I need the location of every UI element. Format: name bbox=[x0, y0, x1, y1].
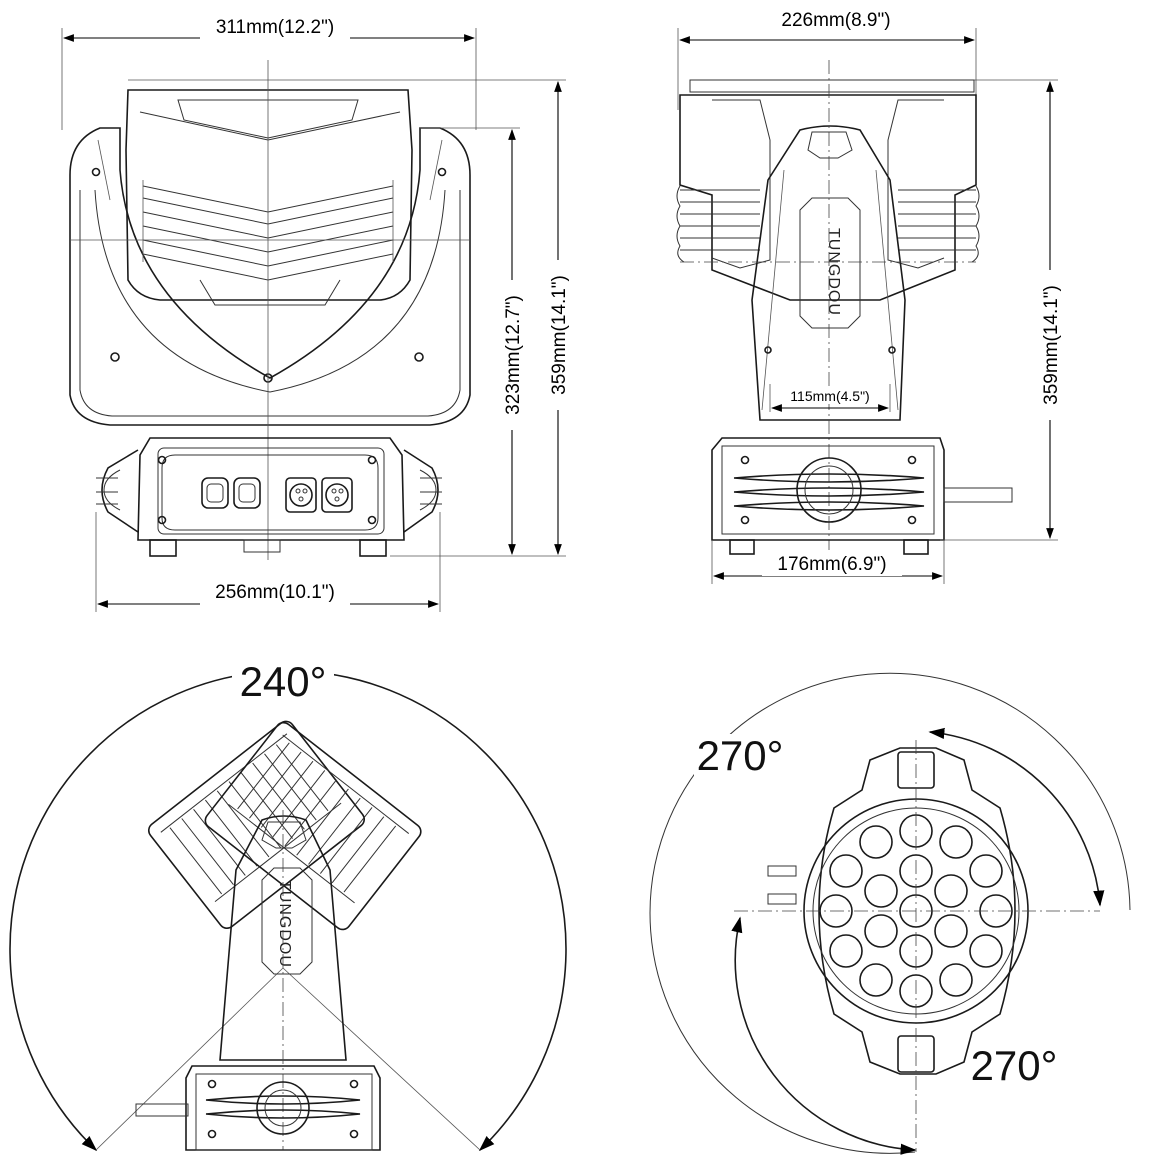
side-arm-width-label: 115mm(4.5") bbox=[790, 388, 869, 404]
front-yoke-height-label: 323mm(12.7") bbox=[503, 295, 524, 415]
side-brand-text: TUNGDOU bbox=[825, 228, 842, 316]
front-connectors bbox=[201, 477, 353, 513]
front-base-width-label: 256mm(10.1") bbox=[215, 582, 335, 603]
pan-angle-bottom-label: 270° bbox=[971, 1042, 1058, 1089]
side-view: 226mm(8.9") TUNGDOU 115m bbox=[676, 6, 1066, 584]
side-width-label: 226mm(8.9") bbox=[781, 10, 890, 31]
pan-view: 270° 270° bbox=[649, 672, 1131, 1155]
front-width-label: 311mm(12.2") bbox=[216, 17, 334, 38]
side-fins-left bbox=[676, 185, 760, 263]
tilt-brand-text: TUNGDOU bbox=[276, 880, 293, 968]
tilt-angle-label: 240° bbox=[240, 658, 327, 705]
side-base-width-label: 176mm(6.9") bbox=[777, 554, 886, 575]
front-view: 311mm(12.2") bbox=[61, 14, 574, 612]
pan-angle-top-label: 270° bbox=[697, 732, 784, 779]
side-total-height-label: 359mm(14.1") bbox=[1041, 285, 1062, 405]
side-fins-right bbox=[898, 185, 980, 263]
tilt-view: 240° TUNGDOU bbox=[9, 654, 567, 1152]
front-total-height-label: 359mm(14.1") bbox=[549, 275, 570, 395]
